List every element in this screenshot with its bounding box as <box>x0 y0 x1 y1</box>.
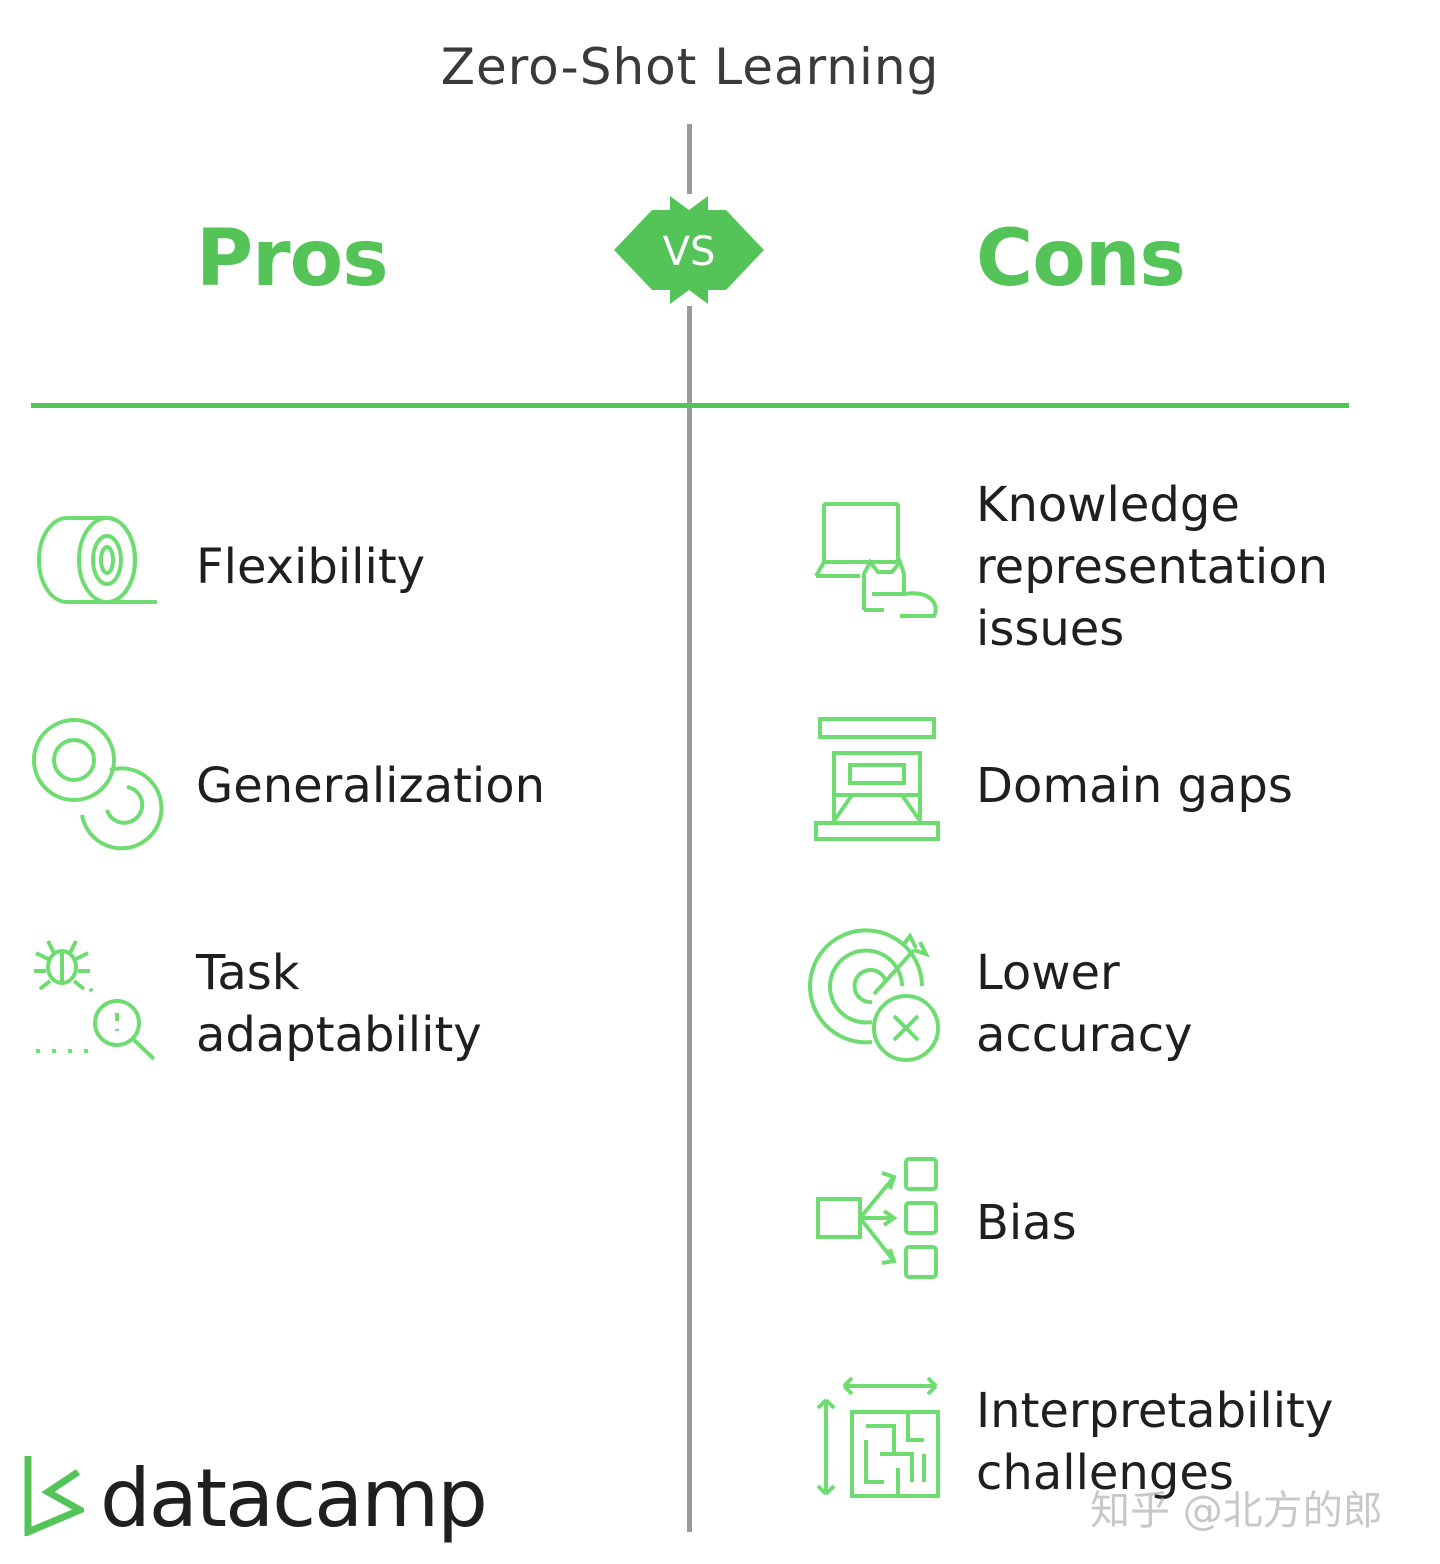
cons-item-bias: Bias <box>976 1195 1077 1251</box>
pros-heading: Pros <box>196 214 389 304</box>
vs-badge: VS <box>614 196 764 304</box>
maze-grid-icon <box>812 1370 942 1500</box>
branching-arrows-icon <box>812 1155 942 1285</box>
center-divider-top <box>687 124 692 194</box>
datacamp-logo-icon <box>20 1452 88 1538</box>
bug-magnifier-icon <box>32 935 162 1065</box>
cons-heading: Cons <box>976 214 1186 304</box>
laptop-cat-icon <box>812 498 942 628</box>
vs-label: VS <box>663 229 716 275</box>
header-separator <box>31 403 1349 408</box>
datacamp-logo-text: datacamp <box>100 1452 488 1545</box>
center-divider-bottom <box>687 306 692 1532</box>
bridge-gap-icon <box>812 715 942 845</box>
pros-item-task-adaptability: Task adaptability <box>196 945 482 1063</box>
pros-item-flexibility: Flexibility <box>196 539 426 595</box>
cons-item-knowledge-representation: Knowledge representation issues <box>976 477 1329 657</box>
watermark: 知乎 @北方的郎 <box>1090 1488 1383 1534</box>
page-title: Zero-Shot Learning <box>440 38 940 96</box>
tape-roll-icon <box>32 500 162 630</box>
pros-item-generalization: Generalization <box>196 758 546 814</box>
cons-item-domain-gaps: Domain gaps <box>976 758 1293 814</box>
cons-item-lower-accuracy: Lower accuracy <box>976 945 1193 1063</box>
cons-item-interpretability: Interpretability challenges <box>976 1383 1334 1501</box>
target-miss-icon <box>808 928 942 1062</box>
concentric-rings-icon <box>32 715 164 851</box>
